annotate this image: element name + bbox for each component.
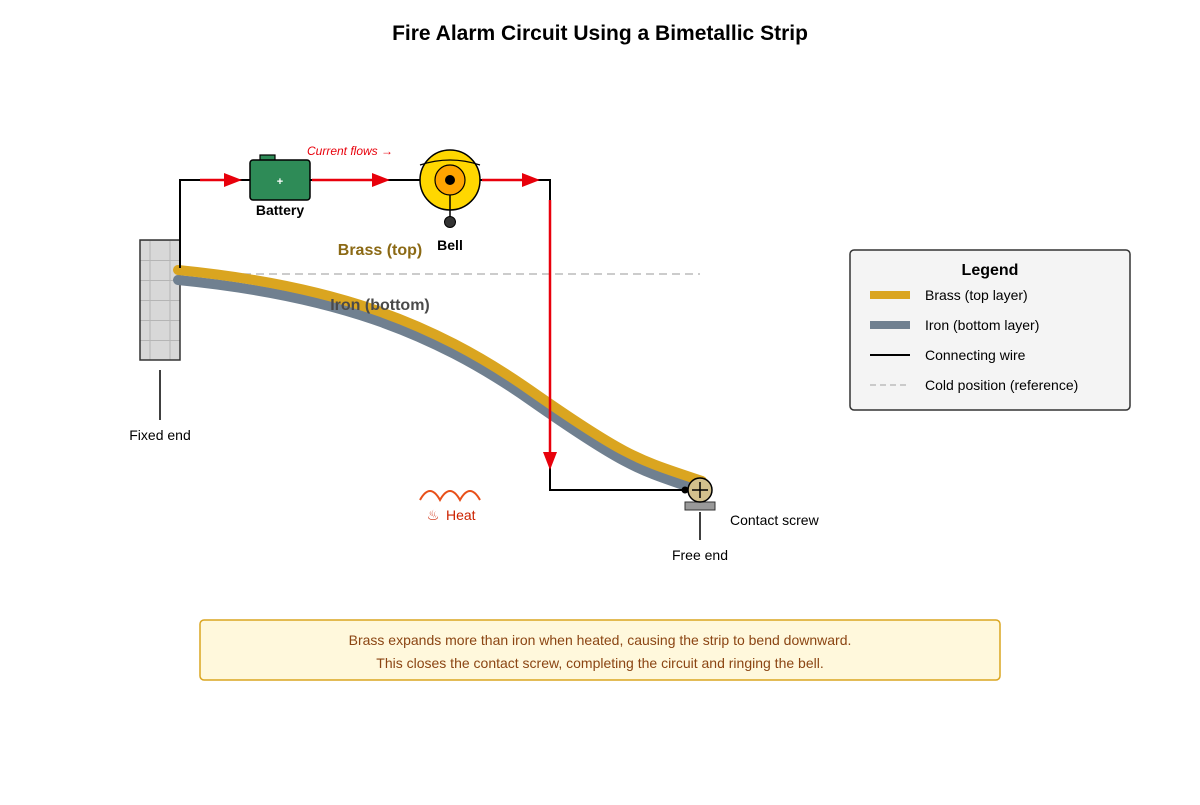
contact-screw-label: Contact screw (730, 512, 820, 528)
heat-icon: ♨ (427, 507, 440, 523)
diagram-title: Fire Alarm Circuit Using a Bimetallic St… (392, 22, 808, 45)
note-line-2: This closes the contact screw, completin… (376, 655, 823, 671)
legend-box (849, 249, 1131, 411)
brass-layer (173, 265, 707, 486)
current-arrows (200, 173, 557, 470)
current-arrowhead (372, 173, 390, 187)
bell-rim (419, 159, 481, 166)
note-box (199, 619, 1001, 681)
contact-point (681, 486, 689, 494)
bell-label: Bell (437, 237, 463, 253)
legend-item-iron: Iron (bottom layer) (925, 317, 1039, 333)
note-line-1: Brass expands more than iron when heated… (349, 632, 852, 648)
current-arrowhead (224, 173, 242, 187)
legend-item-brass: Brass (top layer) (925, 287, 1028, 303)
current-arrowhead (543, 452, 557, 470)
wire-left (179, 179, 250, 268)
fixed-end-label: Fixed end (129, 427, 190, 443)
fixed-support-block (139, 239, 181, 361)
bell-hammer (444, 216, 456, 228)
bell-center (445, 175, 455, 185)
iron-bottom-label: Iron (bottom) (330, 297, 430, 314)
brass-top-label: Brass (top) (338, 242, 422, 259)
battery-body (249, 159, 311, 201)
heat-waves-icon (419, 490, 481, 503)
explanation-note: Brass expands more than iron when heated… (199, 619, 1001, 681)
bell-icon (419, 149, 481, 228)
iron-layer (173, 275, 703, 495)
heat-label: Heat (446, 507, 476, 523)
contact-screw-icon (681, 477, 716, 511)
legend-item-cold: Cold position (reference) (925, 377, 1078, 393)
current-arrowhead (522, 173, 540, 187)
free-end-label: Free end (672, 547, 728, 563)
current-flows-label: Current flows → (307, 144, 393, 158)
battery-icon: + (249, 154, 311, 201)
wire-right (480, 179, 690, 491)
battery-label: Battery (256, 202, 304, 218)
legend-item-wire: Connecting wire (925, 347, 1026, 363)
legend: Legend Brass (top layer) Iron (bottom la… (849, 249, 1131, 411)
contact-screw-base (684, 501, 716, 511)
battery-plus-sign: + (277, 176, 283, 188)
legend-title: Legend (962, 262, 1019, 279)
